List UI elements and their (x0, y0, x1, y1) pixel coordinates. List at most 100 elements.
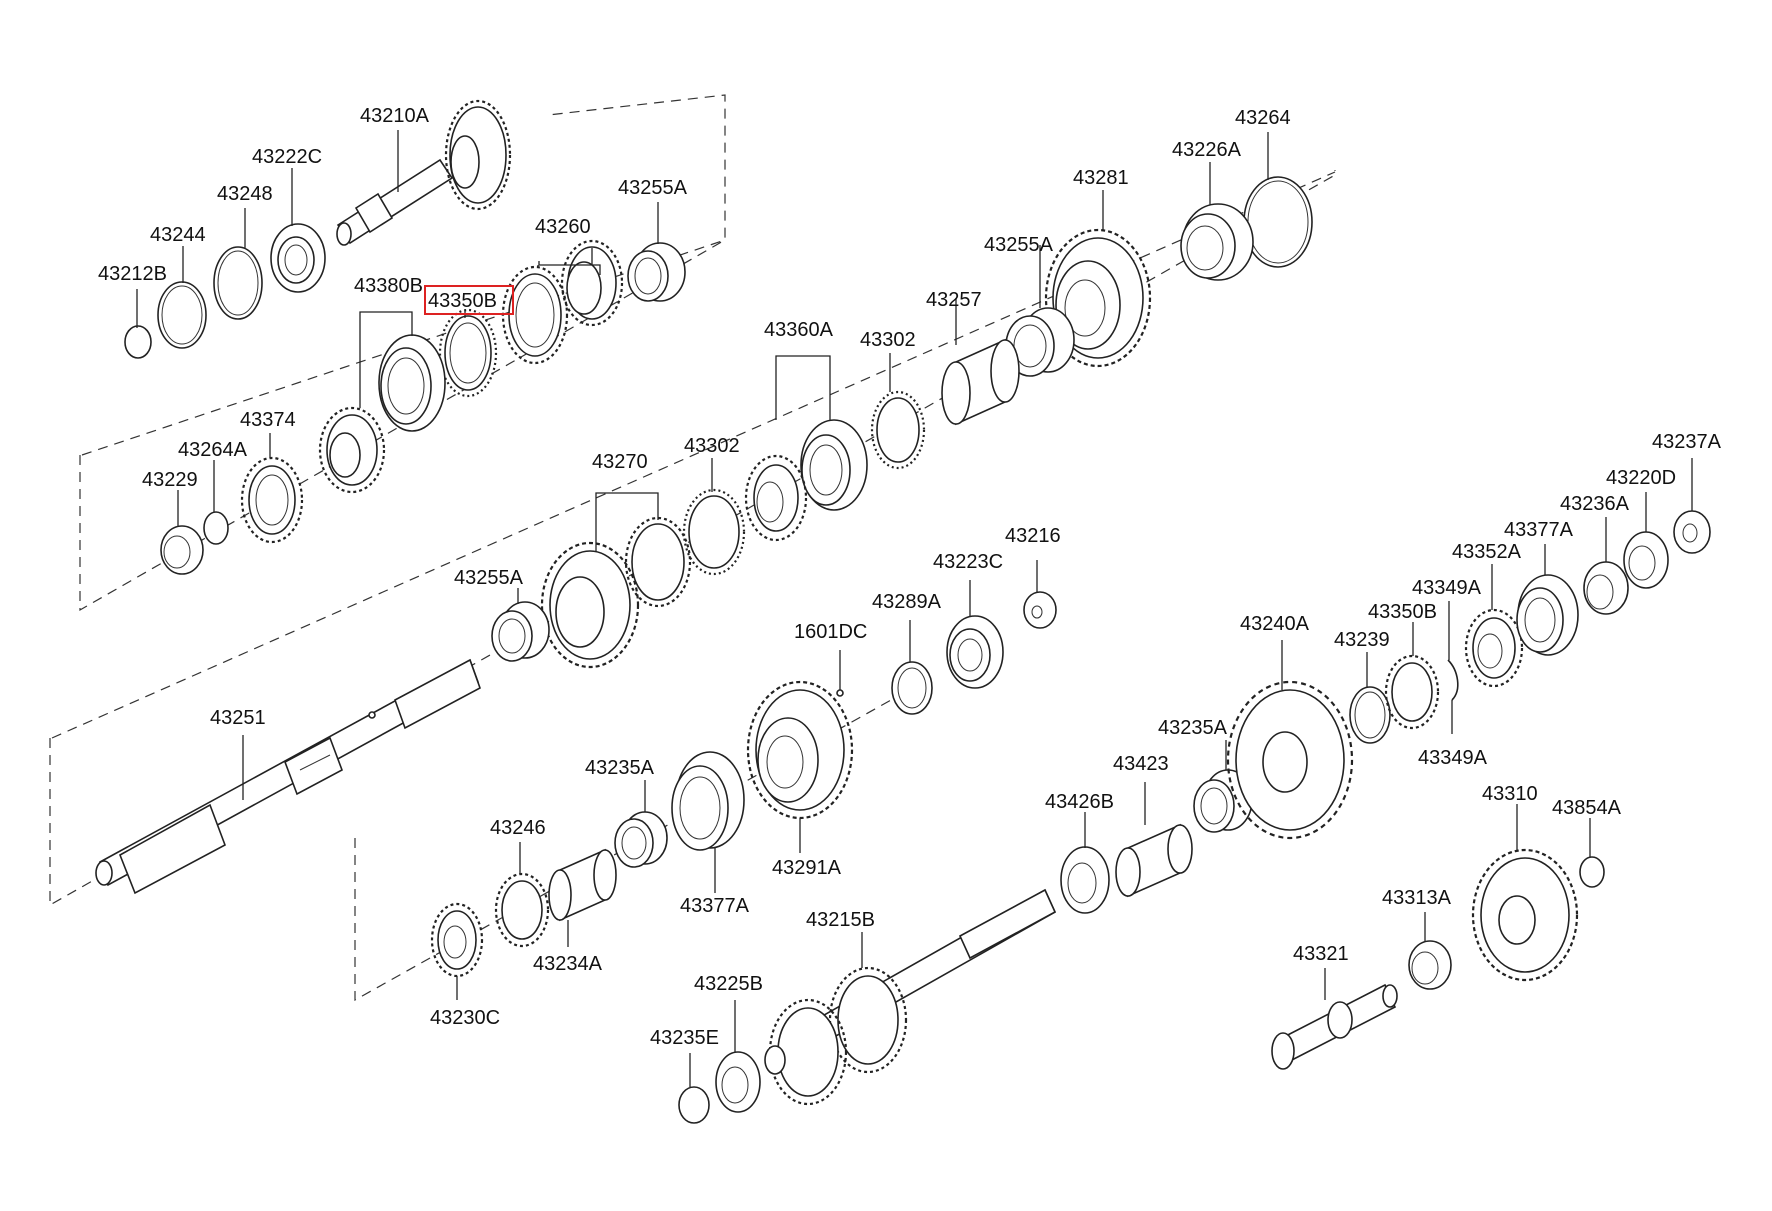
ring-43302-upper[interactable] (870, 390, 926, 470)
washer-43237A[interactable] (1673, 510, 1711, 554)
label-43374[interactable]: 43374 (240, 409, 296, 431)
ring-43854A[interactable] (1579, 856, 1605, 888)
label-43212B[interactable]: 43212B (98, 263, 167, 285)
label-43426B[interactable]: 43426B (1045, 791, 1114, 813)
label-43302-upper[interactable]: 43302 (860, 329, 916, 351)
bearing-43222C[interactable] (270, 223, 326, 293)
label-43216[interactable]: 43216 (1005, 525, 1061, 547)
label-43321[interactable]: 43321 (1293, 943, 1349, 965)
synchro-43260[interactable] (501, 239, 624, 365)
main-shaft-43251[interactable] (95, 658, 481, 895)
label-43225B[interactable]: 43225B (694, 973, 763, 995)
label-43235E[interactable]: 43235E (650, 1027, 719, 1049)
label-43423[interactable]: 43423 (1113, 753, 1169, 775)
label-43350B-lower[interactable]: 43350B (1368, 601, 1437, 623)
label-43310[interactable]: 43310 (1482, 783, 1538, 805)
label-43222C[interactable]: 43222C (252, 146, 322, 168)
shaft-43321[interactable] (1271, 983, 1398, 1070)
label-43270[interactable]: 43270 (592, 451, 648, 473)
label-43248[interactable]: 43248 (217, 183, 273, 205)
snap-ring-43248[interactable] (213, 246, 263, 320)
bearing-43229[interactable] (160, 525, 204, 575)
bearing-43426B[interactable] (1060, 846, 1110, 914)
label-43257[interactable]: 43257 (926, 289, 982, 311)
label-1601DC[interactable]: 1601DC (794, 621, 867, 643)
snap-ring-43264[interactable] (1243, 176, 1313, 268)
label-43244[interactable]: 43244 (150, 224, 206, 246)
label-43246[interactable]: 43246 (490, 817, 546, 839)
label-43289A[interactable]: 43289A (872, 591, 942, 613)
ring-43239[interactable] (1349, 686, 1391, 744)
label-43377A-upper[interactable]: 43377A (1504, 519, 1574, 541)
bearing-43223C[interactable] (946, 615, 1004, 689)
sleeve-43423[interactable] (1115, 823, 1193, 898)
label-43255A-lower[interactable]: 43255A (454, 567, 524, 589)
label-43377A-lower[interactable]: 43377A (680, 895, 750, 917)
label-43264[interactable]: 43264 (1235, 107, 1291, 129)
label-43210A[interactable]: 43210A (360, 105, 430, 127)
ring-43246[interactable] (494, 872, 550, 948)
label-43291A[interactable]: 43291A (772, 857, 842, 879)
label-43235A-upper[interactable]: 43235A (1158, 717, 1228, 739)
label-43260[interactable]: 43260 (535, 216, 591, 238)
label-43229[interactable]: 43229 (142, 469, 198, 491)
label-43240A[interactable]: 43240A (1240, 613, 1310, 635)
label-43220D[interactable]: 43220D (1606, 467, 1676, 489)
ring-43350B-lower[interactable] (1384, 654, 1440, 730)
label-43349A-lower[interactable]: 43349A (1418, 747, 1488, 769)
gear-43310[interactable] (1471, 848, 1579, 982)
gear-43270[interactable] (540, 516, 692, 669)
label-43264A[interactable]: 43264A (178, 439, 248, 461)
needle-bearing-43236A[interactable] (1583, 561, 1629, 615)
label-43360A[interactable]: 43360A (764, 319, 834, 341)
gear-43230C[interactable] (430, 902, 484, 978)
label-43236A[interactable]: 43236A (1560, 493, 1630, 515)
label-43380B[interactable]: 43380B (354, 275, 423, 297)
ring-43350B[interactable] (438, 308, 498, 398)
label-43350B-upper[interactable]: 43350B (428, 290, 497, 312)
sleeve-43377A-upper[interactable] (1516, 574, 1579, 656)
label-43251[interactable]: 43251 (210, 707, 266, 729)
ring-43244[interactable] (157, 281, 207, 349)
input-shaft-part[interactable] (336, 99, 512, 246)
needle-bearing-43313A[interactable] (1408, 940, 1452, 990)
gear-43291A[interactable] (746, 680, 854, 820)
sleeve-43377A-lower[interactable] (671, 751, 745, 851)
label-43234A[interactable]: 43234A (533, 953, 603, 975)
label-43237A[interactable]: 43237A (1652, 431, 1722, 453)
sleeve-43234A[interactable] (548, 848, 617, 922)
ring-43289A[interactable] (891, 661, 933, 715)
sleeve-43257[interactable] (941, 338, 1020, 426)
label-43352A[interactable]: 43352A (1452, 541, 1522, 563)
clip-43349A[interactable] (1447, 659, 1459, 701)
label-43239[interactable]: 43239 (1334, 629, 1390, 651)
shaft-43215B[interactable] (764, 888, 1057, 1106)
label-43223C[interactable]: 43223C (933, 551, 1003, 573)
dot-1601DC[interactable] (836, 689, 844, 697)
hub-sleeve-43360A[interactable] (744, 419, 868, 542)
hub-sleeve-43380B[interactable] (318, 334, 446, 494)
needle-bearing-43235A-lower[interactable] (614, 811, 668, 868)
gear-43240A[interactable] (1226, 680, 1354, 840)
bearing-43225B[interactable] (715, 1051, 761, 1113)
label-43230C[interactable]: 43230C (430, 1007, 500, 1029)
label-43302-lower[interactable]: 43302 (684, 435, 740, 457)
needle-bearing-43255A-top[interactable] (627, 242, 686, 302)
label-43854A[interactable]: 43854A (1552, 797, 1622, 819)
clip-43235E[interactable] (678, 1086, 710, 1124)
label-43215B[interactable]: 43215B (806, 909, 875, 931)
hub-43352A[interactable] (1464, 608, 1524, 688)
needle-bearing-43255A-middle[interactable] (1005, 307, 1075, 377)
ring-43302-lower[interactable] (682, 488, 746, 576)
synchro-ring-43374[interactable] (240, 456, 304, 544)
bearing-43226A[interactable] (1180, 203, 1254, 281)
bearing-43220D[interactable] (1623, 531, 1669, 589)
washer-43216[interactable] (1023, 591, 1057, 629)
label-43226A[interactable]: 43226A (1172, 139, 1242, 161)
label-43313A[interactable]: 43313A (1382, 887, 1452, 909)
ring-43264A[interactable] (203, 511, 229, 545)
label-43255A-top[interactable]: 43255A (618, 177, 688, 199)
needle-bearing-43255A-lower[interactable] (491, 601, 550, 662)
clip-43212B[interactable] (124, 325, 152, 359)
label-43255A-middle[interactable]: 43255A (984, 234, 1054, 256)
